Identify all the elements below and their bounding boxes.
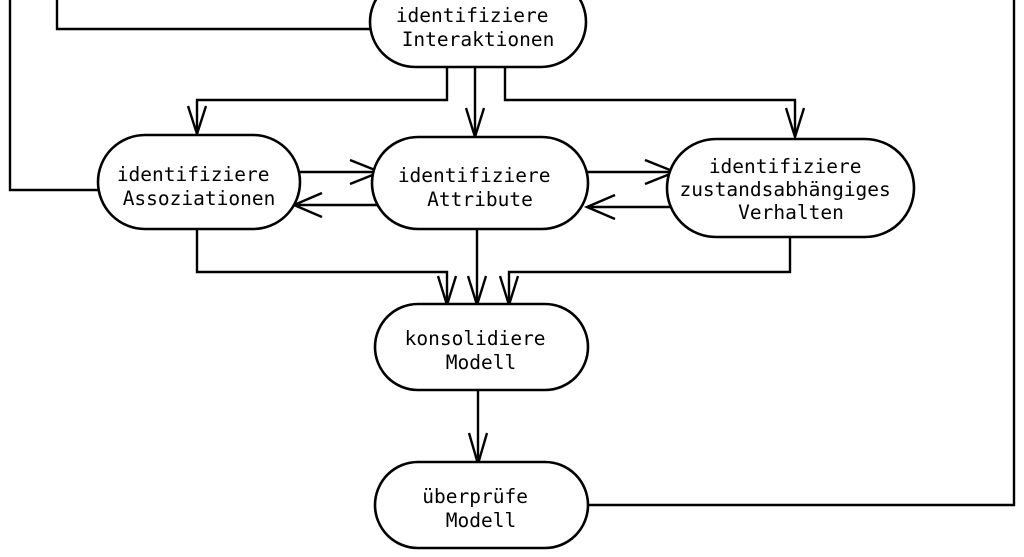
edge-interaktionen-to-zustandsverhalten: [503, 62, 797, 134]
node-assoziationen-label: identifiziere Assoziationen: [117, 163, 281, 210]
node-attribute-shape: [370, 135, 590, 231]
node-assoziationen-shape: [96, 133, 302, 231]
edge-interaktionen-to-assoziationen: [195, 62, 449, 130]
node-zustandsverhalten-shape: [665, 137, 916, 239]
node-ueberpruefe[interactable]: überprüfe Modell: [373, 460, 590, 550]
node-zustandsverhalten[interactable]: identifiziere zustandsabhängiges Verhalt…: [665, 137, 916, 239]
node-konsolidiere-label: konsolidiere Modell: [405, 327, 558, 374]
node-zustandsverhalten-label: identifiziere zustandsabhängiges Verhalt…: [679, 155, 902, 224]
edge-assoziationen-feedback-left: [8, 0, 98, 192]
node-attribute-label: identifiziere Attribute: [398, 164, 562, 211]
node-ueberpruefe-label: überprüfe Modell: [422, 485, 539, 532]
edge-interaktionen-feedback-left: [55, 0, 373, 31]
node-assoziationen[interactable]: identifiziere Assoziationen: [96, 133, 302, 231]
arrowhead-interaktionen-to-zustandsverhalten: [784, 107, 806, 142]
edge-group-interaktionen-fanout: [186, 62, 806, 142]
node-interaktionen-label: identifiziere Interaktionen: [396, 4, 560, 51]
node-ueberpruefe-shape: [373, 460, 590, 550]
arrowhead-zustandsverhalten-to-attribute: [583, 193, 616, 221]
edge-group-feedback-loops: [8, 0, 1016, 507]
edge-group-konsolidiere-to-ueberpruefe: [467, 390, 489, 469]
node-konsolidiere[interactable]: konsolidiere Modell: [373, 302, 590, 392]
edge-assoziationen-to-konsolidiere: [195, 228, 449, 302]
node-interaktionen-shape: [368, 0, 588, 69]
node-interaktionen[interactable]: identifiziere Interaktionen: [368, 0, 588, 69]
edge-group-converge-konsolidiere: [195, 228, 792, 310]
edge-ueberpruefe-feedback-right: [588, 0, 1016, 507]
edge-zustandsverhalten-to-konsolidiere: [507, 237, 792, 302]
node-konsolidiere-shape: [373, 302, 590, 392]
node-attribute[interactable]: identifiziere Attribute: [370, 135, 590, 231]
